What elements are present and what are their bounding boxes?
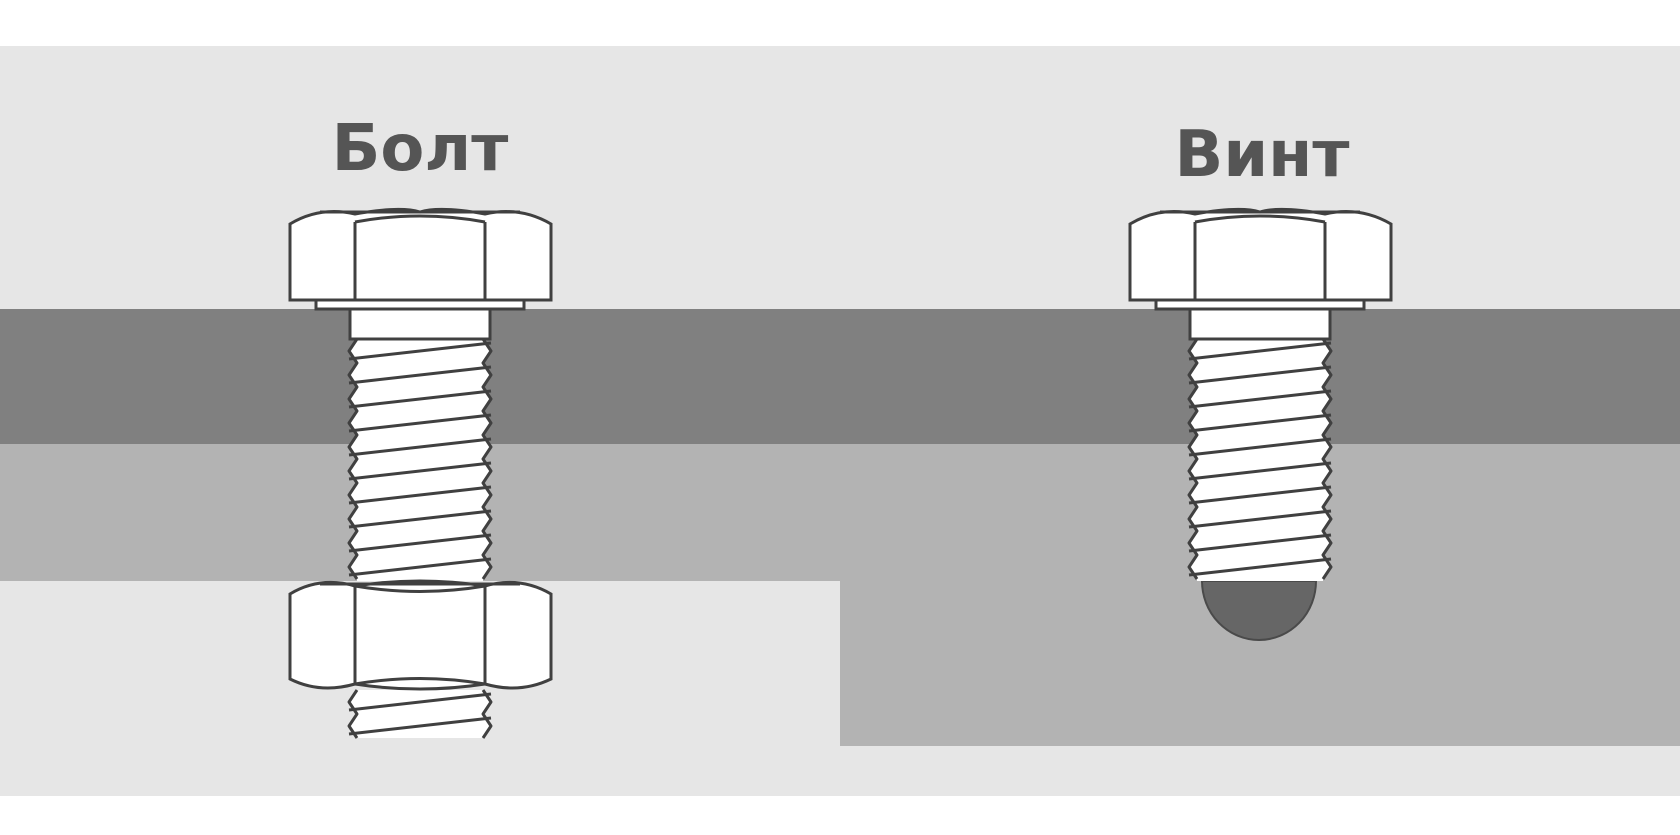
- thread-crest: [348, 437, 492, 457]
- bolt-label: Болт: [332, 112, 509, 186]
- bolt-thread: [347, 338, 493, 581]
- thread-left-edge: [347, 338, 359, 580]
- thread-crest: [348, 365, 492, 385]
- thread-crest: [1188, 485, 1332, 505]
- thread-crest: [348, 389, 492, 409]
- screw-label: Винт: [1175, 118, 1350, 192]
- screw-hole-bottom: [1200, 580, 1318, 641]
- thread-right-edge: [481, 689, 493, 739]
- thread-crest: [348, 692, 492, 712]
- thread-left-edge: [1187, 338, 1199, 580]
- thread-crest: [1188, 389, 1332, 409]
- screw: [1128, 207, 1393, 581]
- thread-crest: [1188, 461, 1332, 481]
- thread-crest: [1188, 365, 1332, 385]
- thread-crest: [1188, 509, 1332, 529]
- thread-left-edge: [347, 689, 359, 739]
- thread-crest: [348, 461, 492, 481]
- thread-crest: [348, 485, 492, 505]
- thread-crest: [1188, 557, 1332, 577]
- bolt-head: [288, 207, 553, 302]
- top-plate: [0, 309, 1680, 444]
- thread-crest: [348, 509, 492, 529]
- bolt: [288, 207, 553, 739]
- screw-thread: [1187, 338, 1333, 581]
- bolt-nut: [288, 579, 553, 691]
- screw-head: [1128, 207, 1393, 302]
- thread-crest: [348, 413, 492, 433]
- thread-crest: [348, 533, 492, 553]
- thread-crest: [1188, 341, 1332, 361]
- thread-crest: [348, 557, 492, 577]
- thread-crest: [1188, 533, 1332, 553]
- thread-crest: [1188, 413, 1332, 433]
- thread-crest: [348, 341, 492, 361]
- thread-right-edge: [481, 338, 493, 580]
- thread-right-edge: [1321, 338, 1333, 580]
- thread-crest: [348, 716, 492, 736]
- thread-crest: [1188, 437, 1332, 457]
- bolt-tail-thread: [347, 689, 493, 739]
- screw-shank: [1188, 307, 1332, 341]
- bolt-shank: [348, 307, 492, 341]
